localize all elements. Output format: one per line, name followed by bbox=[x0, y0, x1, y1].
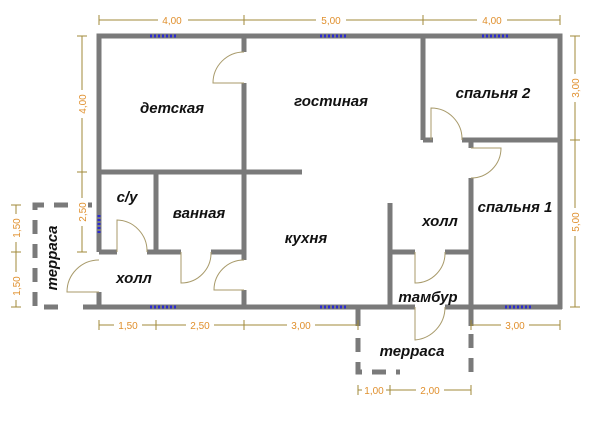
room-label-vannaya: ванная bbox=[173, 205, 226, 222]
walls bbox=[83, 33, 563, 326]
room-label-tambur: тамбур bbox=[398, 289, 457, 306]
dim-bottom-2: 2,50 bbox=[190, 321, 210, 332]
dim-top-2: 5,00 bbox=[321, 16, 341, 27]
dim-right-2: 5,00 bbox=[571, 212, 582, 232]
dim-side-terrace-1: 1,50 bbox=[12, 218, 23, 238]
room-label-detskaya: детская bbox=[140, 100, 204, 117]
room-label-su: с/у bbox=[117, 189, 139, 206]
dim-right-1: 3,00 bbox=[571, 78, 582, 98]
dim-bottom-3: 3,00 bbox=[291, 321, 311, 332]
room-label-spalnya2: спальня 2 bbox=[456, 85, 531, 102]
dim-left-1: 4,00 bbox=[78, 94, 89, 114]
dim-bottom-1: 1,50 bbox=[118, 321, 138, 332]
room-label-gostinaya: гостиная bbox=[294, 93, 368, 110]
dimension-labels: 4,00 5,00 4,00 4,00 2,50 1,50 1,50 3,00 … bbox=[10, 14, 582, 397]
dim-front-terrace-2: 2,00 bbox=[420, 386, 440, 397]
room-labels: детская гостиная спальня 2 спальня 1 с/у… bbox=[44, 85, 552, 360]
dim-top-1: 4,00 bbox=[162, 16, 182, 27]
room-label-terrasa-front: терраса bbox=[380, 343, 445, 360]
room-label-holl-left: холл bbox=[115, 270, 152, 287]
dim-front-terrace-1: 1,00 bbox=[364, 386, 384, 397]
room-label-spalnya1: спальня 1 bbox=[478, 199, 553, 216]
dim-left-2: 2,50 bbox=[78, 202, 89, 222]
dim-bottom-4: 3,00 bbox=[505, 321, 525, 332]
room-label-terrasa-side: терраса bbox=[44, 226, 61, 291]
dim-top-3: 4,00 bbox=[482, 16, 502, 27]
terrace-outlines bbox=[32, 202, 474, 375]
room-label-kuhnya: кухня bbox=[285, 230, 328, 247]
windows bbox=[97, 34, 533, 309]
doors bbox=[66, 51, 502, 341]
dim-side-terrace-2: 1,50 bbox=[12, 276, 23, 296]
room-label-holl-right: холл bbox=[421, 213, 458, 230]
